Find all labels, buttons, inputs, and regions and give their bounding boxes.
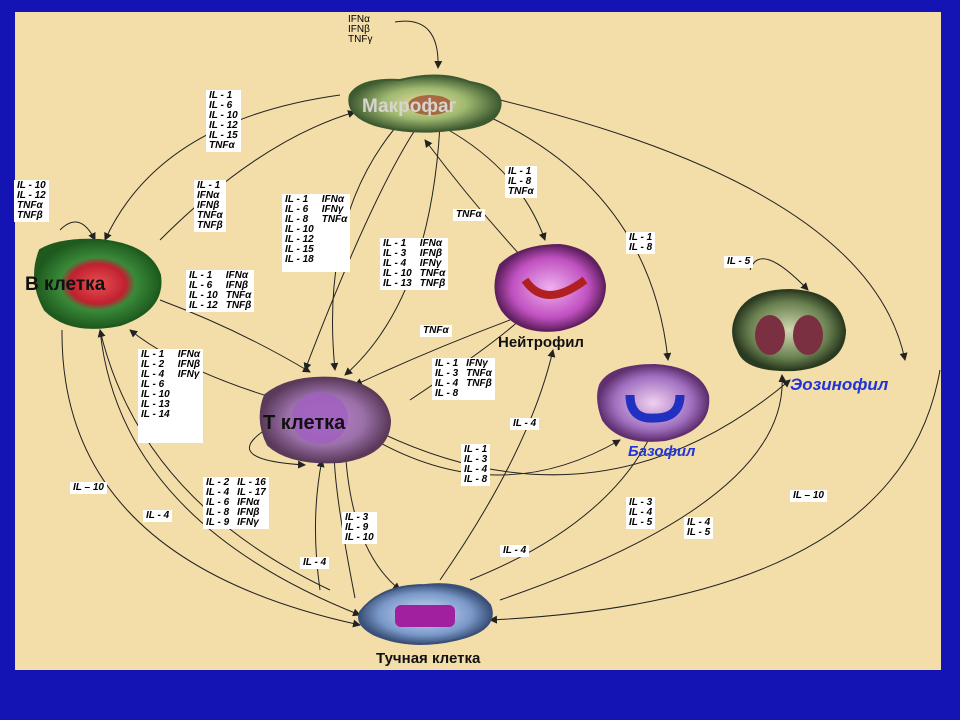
macrophage-label: Макрофаг	[362, 96, 457, 117]
label-tnfa-1: TNFα	[453, 209, 485, 221]
bcell-label: В клетка	[25, 274, 106, 295]
bcell-cell	[34, 238, 162, 329]
eosinophil-label: Эозинофил	[790, 375, 889, 394]
macrophage-cell	[348, 74, 502, 133]
basophil-label: Базофил	[628, 443, 696, 460]
label-eos-self: IL - 5	[724, 256, 754, 268]
label-il4-bottom: IL - 4	[300, 557, 330, 569]
tcell-label: Т клетка	[263, 412, 346, 434]
label-il4-left: IL - 4	[143, 510, 173, 522]
label-il10-left: IL – 10	[70, 482, 107, 494]
label-tnfa-2: TNFα	[420, 325, 452, 337]
tcell-cell	[259, 376, 392, 464]
neutrophil-cell	[494, 243, 607, 332]
mastcell-cell	[358, 583, 493, 645]
label-il10-right: IL – 10	[790, 490, 827, 502]
label-il4-mid: IL - 4	[500, 545, 530, 557]
label-il4-neut: IL - 4	[510, 418, 540, 430]
mastcell-label: Тучная клетка	[376, 650, 481, 667]
basophil-cell	[597, 363, 710, 442]
neutrophil-label: Нейтрофил	[498, 334, 584, 351]
eosinophil-cell	[732, 288, 847, 372]
